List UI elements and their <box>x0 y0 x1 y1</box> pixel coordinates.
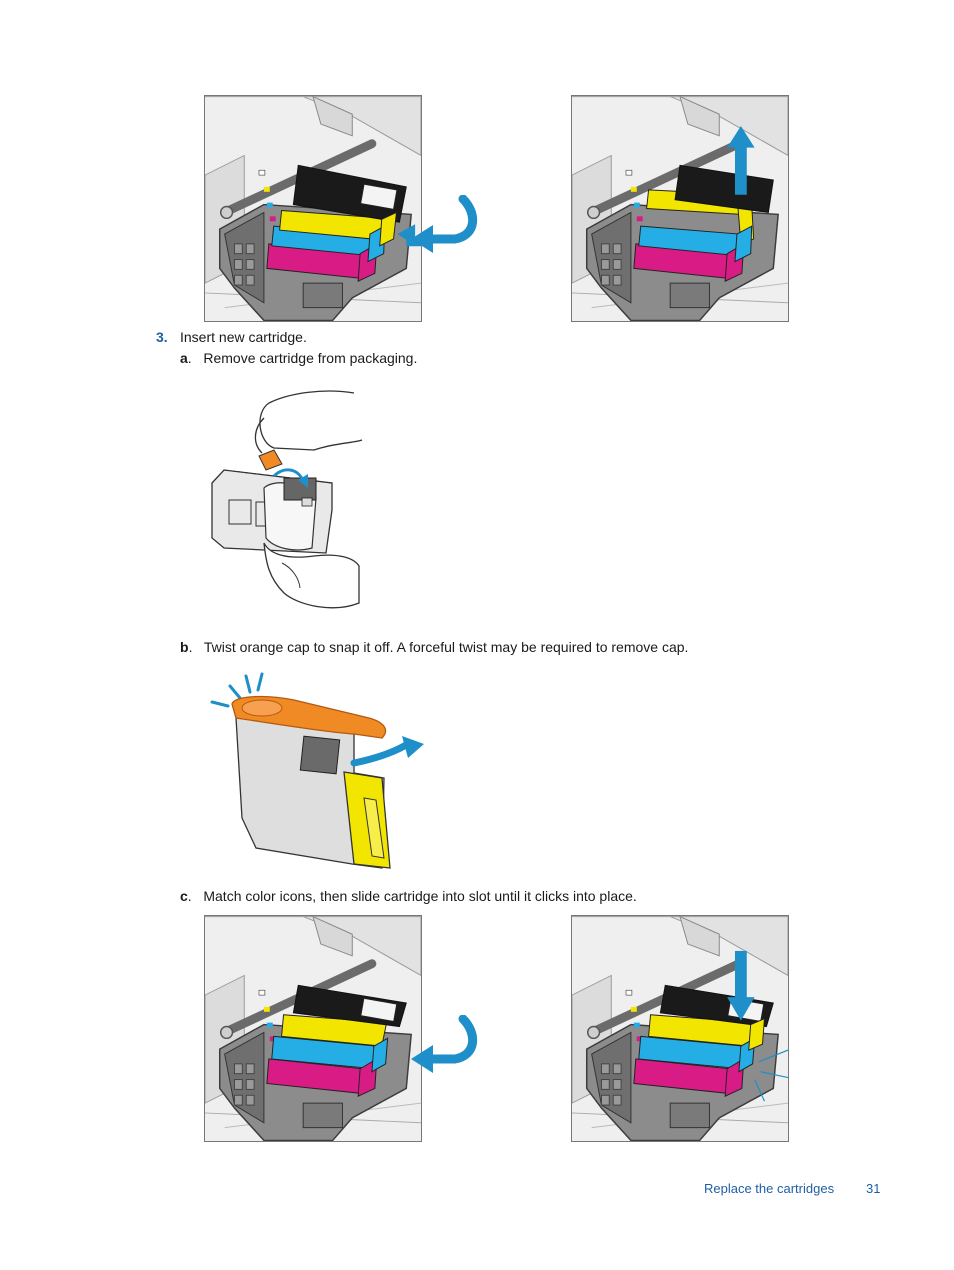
footer-section-title: Replace the cartridges <box>704 1181 835 1196</box>
substep-text: Twist orange cap to snap it off. A force… <box>203 639 689 655</box>
footer-page-number: 31 <box>866 1181 881 1196</box>
figure-cartridge-click <box>571 915 789 1142</box>
step-number: 3. <box>156 329 168 345</box>
step-3: 3. Insert new cartridge. <box>156 328 880 346</box>
figure-twist-cap <box>204 668 434 873</box>
substep-b: b. Twist orange cap to snap it off. A fo… <box>180 639 689 655</box>
figure-cartridge-release <box>204 95 422 322</box>
substep-a: a. Remove cartridge from packaging. <box>180 350 418 366</box>
arrow-icon <box>405 195 485 255</box>
step-text: Insert new cartridge. <box>180 329 307 345</box>
substep-letter: a <box>180 350 188 366</box>
substep-c: c. Match color icons, then slide cartrid… <box>180 888 637 904</box>
substep-letter: b <box>180 639 189 655</box>
substep-text: Match color icons, then slide cartridge … <box>203 888 637 904</box>
substep-letter: c <box>180 888 188 904</box>
figure-cartridge-insert <box>204 915 422 1142</box>
arrow-icon <box>405 1015 485 1075</box>
figure-unpack-cartridge <box>204 388 364 613</box>
figure-cartridge-lift <box>571 95 789 322</box>
substep-text: Remove cartridge from packaging. <box>203 350 418 366</box>
